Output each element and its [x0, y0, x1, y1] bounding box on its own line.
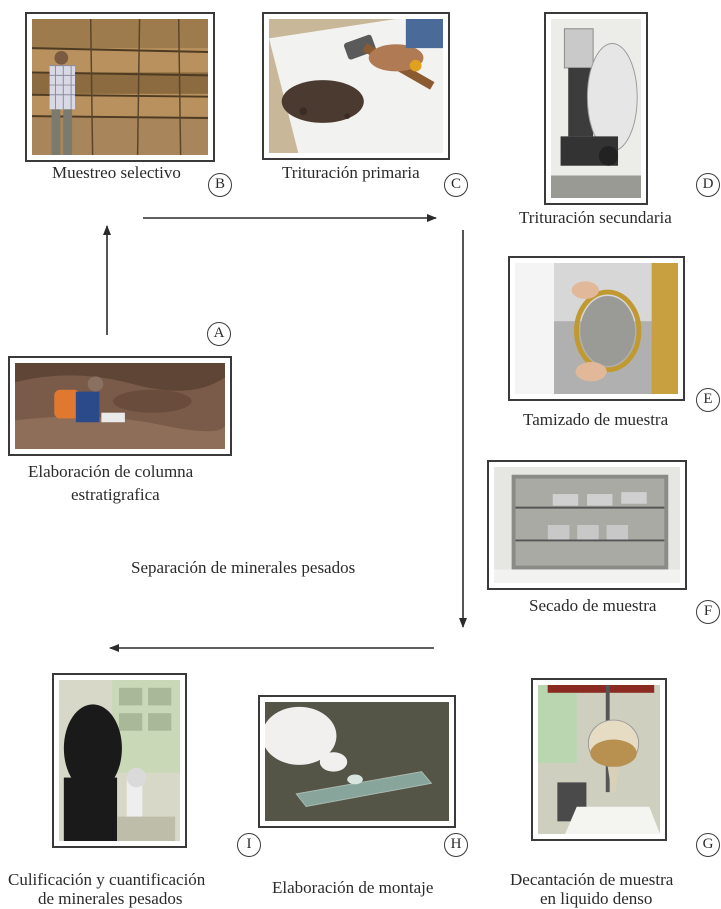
- photo-muestreo-selectivo: [25, 12, 215, 162]
- step-letter-d: D: [696, 173, 720, 197]
- step-letter-f: F: [696, 600, 720, 624]
- photo-columna-estratigrafica: [8, 356, 232, 456]
- step-letter-b: B: [208, 173, 232, 197]
- photo-elaboracion-de-montaje: [258, 695, 456, 828]
- step-letter-i: I: [237, 833, 261, 857]
- center-label: Separación de minerales pesados: [131, 558, 356, 577]
- caption-elaboracion-de-montaje: Elaboración de montaje: [272, 878, 434, 897]
- step-letter-e: E: [696, 388, 720, 412]
- step-letter-g: G: [696, 833, 720, 857]
- caption-cuantificacion-line1: Culificación y cuantificación: [8, 870, 206, 889]
- step-letter-h: H: [444, 833, 468, 857]
- caption-columna-line2: estratigrafica: [71, 485, 160, 504]
- photo-decantacion-de-muestra: [531, 678, 667, 841]
- caption-tamizado-de-muestra: Tamizado de muestra: [523, 410, 669, 429]
- caption-trituracion-secundaria: Trituración secundaria: [519, 208, 672, 227]
- caption-decantacion-line1: Decantación de muestra: [510, 870, 674, 889]
- photo-cuantificacion-minerales: [52, 673, 187, 848]
- caption-muestreo-selectivo: Muestreo selectivo: [52, 163, 181, 182]
- step-letter-c: C: [444, 173, 468, 197]
- caption-cuantificacion-line2: de minerales pesados: [38, 889, 183, 908]
- caption-columna-line1: Elaboración de columna: [28, 462, 194, 481]
- caption-secado-de-muestra: Secado de muestra: [529, 596, 657, 615]
- step-letter-a: A: [207, 322, 231, 346]
- photo-trituracion-primaria: [262, 12, 450, 160]
- photo-trituracion-secundaria: [544, 12, 648, 205]
- photo-tamizado-de-muestra: [508, 256, 685, 401]
- caption-trituracion-primaria: Trituración primaria: [282, 163, 420, 182]
- caption-decantacion-line2: en liquido denso: [540, 889, 653, 908]
- photo-secado-de-muestra: [487, 460, 687, 590]
